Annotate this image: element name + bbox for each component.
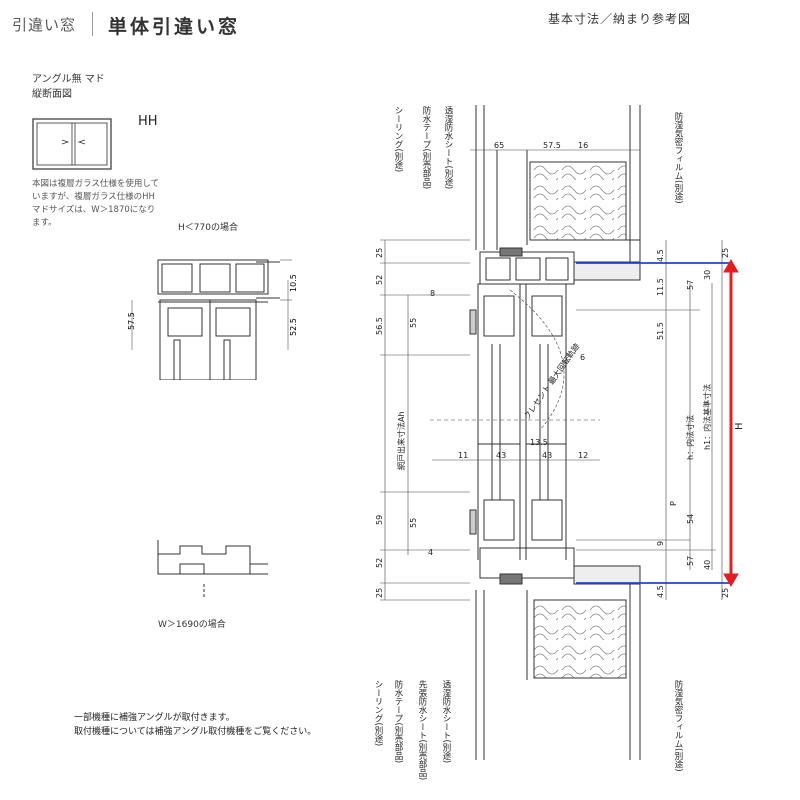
label-tape-top: 防水テープ(別売部品) xyxy=(421,106,431,190)
dim-inner-8: 8 xyxy=(430,289,435,298)
dim-inner-55b: 55 xyxy=(409,518,418,528)
crescent-arc xyxy=(509,289,565,431)
label-sealing-top: シーリング(別途) xyxy=(393,106,403,173)
label-sheet-bottom: 透湿防水シート(別途) xyxy=(441,680,451,764)
dim-left-52a: 52 xyxy=(375,275,384,285)
dim-left-25a: 25 xyxy=(375,248,384,258)
dim-57-5: 57.5 xyxy=(127,312,136,330)
caption-w1690: W＞1690の場合 xyxy=(158,620,226,630)
dim-r4-25b: 25 xyxy=(721,588,730,598)
net-door-dim: 網戸出来寸法Ah xyxy=(396,411,406,470)
dim-r4-25a: 25 xyxy=(721,248,730,258)
dim-top-57-5: 57.5 xyxy=(543,141,561,150)
dim-r3-30: 30 xyxy=(703,270,712,280)
small-section-h770: 10.5 57.5 52.5 xyxy=(127,259,298,380)
inner-h: h：内法寸法 xyxy=(685,415,695,460)
dim-mid-43a: 43 xyxy=(496,451,506,460)
red-height-arrow xyxy=(723,259,739,587)
label-tape-bottom: 防水テープ(別売部品) xyxy=(393,680,403,764)
header-divider xyxy=(92,12,93,36)
label-film-bottom: 防湿気密フィルム(別途) xyxy=(673,680,683,772)
dim-P: P xyxy=(669,501,678,506)
inner-h1: h1：内法基準寸法 xyxy=(702,384,712,450)
window-icon xyxy=(32,118,112,170)
header-category: 引違い窓 xyxy=(12,16,77,34)
dim-top-16: 16 xyxy=(578,141,588,150)
dim-H: H xyxy=(734,422,745,430)
page-title: 単体引違い窓 xyxy=(108,16,241,38)
dim-left-52b: 52 xyxy=(375,558,384,568)
dim-inner-4: 4 xyxy=(428,548,433,557)
dim-52-5: 52.5 xyxy=(289,318,298,336)
dim-r2-54: 54 xyxy=(686,514,695,524)
dim-mid-12: 12 xyxy=(578,451,588,460)
dim-10-5: 10.5 xyxy=(289,274,298,292)
dim-6: 6 xyxy=(580,353,585,362)
label-film-top: 防湿気密フィルム(別途) xyxy=(673,112,683,204)
crescent-label: クレセント 最大回転軌跡 xyxy=(521,341,581,421)
wall-top xyxy=(475,105,641,281)
label-sheet-top: 透湿防水シート(別途) xyxy=(443,106,453,190)
dim-left-56-5: 56.5 xyxy=(375,317,384,335)
section-view: 縦断面図 xyxy=(32,89,72,100)
model-note: 本図は複層ガラス仕様を使用していますが、複層ガラス仕様のHHマドサイズは、W＞1… xyxy=(32,179,160,228)
window-frame xyxy=(469,247,575,585)
dim-left-59: 59 xyxy=(375,515,384,525)
dim-r1-51-5: 51.5 xyxy=(656,322,665,340)
dim-r3-40: 40 xyxy=(703,560,712,570)
dim-r2-57b: 57 xyxy=(686,556,695,566)
dim-mid-11: 11 xyxy=(458,451,468,460)
dim-left-25b: 25 xyxy=(375,588,384,598)
dimension-lines xyxy=(380,149,723,601)
footnote-line1: 一部機種に補強アングルが取付きます。 xyxy=(74,713,235,723)
dim-r1-9: 9 xyxy=(656,541,665,546)
dim-r1-4-5b: 4.5 xyxy=(656,585,665,598)
section-type: アングル無 マド xyxy=(32,74,105,85)
dim-r2-57a: 57 xyxy=(686,280,695,290)
dim-r1-11-5: 11.5 xyxy=(656,278,665,296)
dim-r1-4-5a: 4.5 xyxy=(656,249,665,262)
model-code: HH xyxy=(138,114,158,129)
dim-top-65: 65 xyxy=(494,141,504,150)
caption-h770: H＜770の場合 xyxy=(178,223,238,233)
dim-13-5: 13.5 xyxy=(530,438,548,447)
dim-inner-55a: 55 xyxy=(409,318,418,328)
wall-bottom xyxy=(475,565,641,760)
label-sealing-bottom: シーリング(別途) xyxy=(373,680,383,747)
dim-mid-43b: 43 xyxy=(542,451,552,460)
page-subtitle: 基本寸法／納まり参考図 xyxy=(548,12,692,26)
small-section-w1690 xyxy=(157,540,268,598)
footnote-line2: 取付機種については補強アングル取付機種をご覧ください。 xyxy=(74,727,317,737)
label-presheet-bottom: 先張防水シート(別売部品) xyxy=(417,680,427,781)
